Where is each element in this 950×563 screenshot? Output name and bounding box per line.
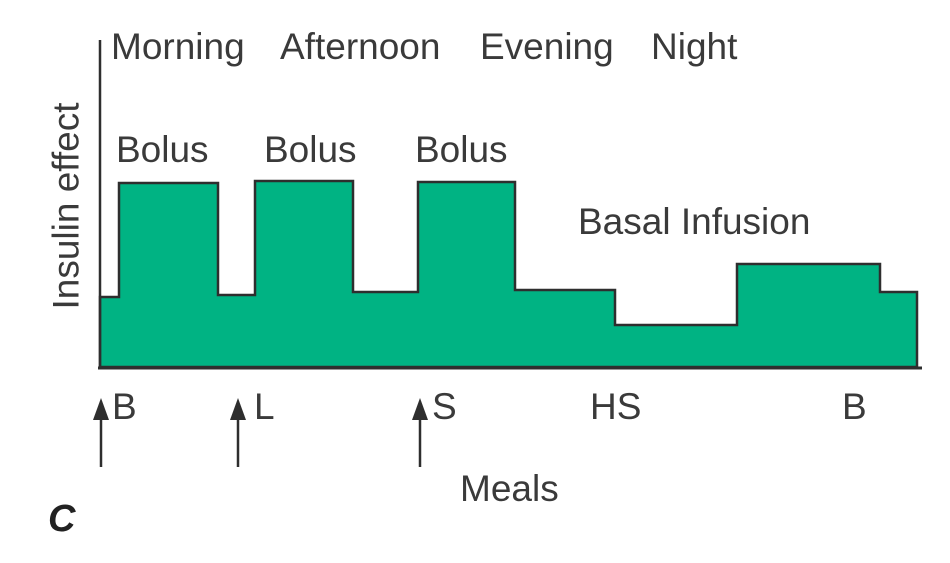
x-axis-label: Meals — [460, 468, 559, 509]
period-label-morning: Morning — [111, 26, 245, 67]
bolus-label-2: Bolus — [264, 129, 357, 170]
meal-arrow-lunch — [230, 398, 246, 467]
meal-tick-bedtime: HS — [590, 386, 642, 427]
meal-tick-breakfast-next: B — [842, 386, 867, 427]
insulin-effect-area — [98, 179, 919, 369]
meal-tick-supper: S — [432, 386, 457, 427]
y-axis-label: Insulin effect — [45, 102, 87, 310]
panel-letter: C — [48, 498, 76, 540]
basal-infusion-label: Basal Infusion — [578, 201, 811, 242]
period-label-evening: Evening — [480, 26, 614, 67]
meal-tick-lunch: L — [254, 386, 275, 427]
period-label-night: Night — [651, 26, 738, 67]
meal-tick-breakfast: B — [112, 386, 137, 427]
bolus-label-1: Bolus — [116, 129, 209, 170]
period-label-afternoon: Afternoon — [280, 26, 441, 67]
bolus-label-3: Bolus — [415, 129, 508, 170]
meal-arrow-breakfast — [93, 398, 109, 467]
meal-arrow-supper — [412, 398, 428, 467]
